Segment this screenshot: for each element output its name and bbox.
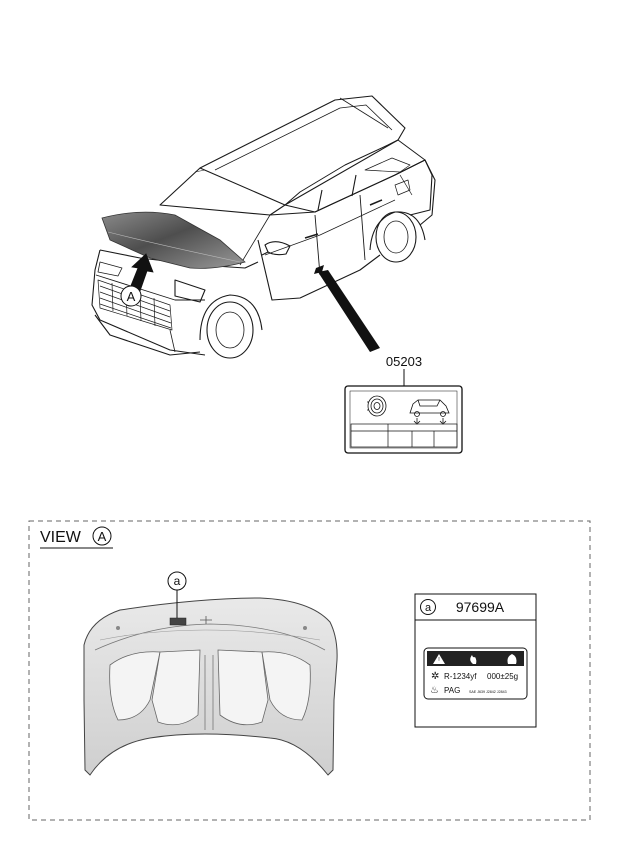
emission-label-leader: [318, 270, 380, 352]
oil-can-icon: ♨: [430, 685, 439, 696]
tire-icon: [367, 395, 387, 417]
view-a-panel: [28, 520, 591, 821]
emission-label: [344, 385, 463, 454]
refrigerant-label-card: a 97699A ✲ R-1234yf 000±25g ♨ PAG SAE J6…: [414, 593, 537, 728]
view-a-title: VIEW A: [40, 526, 113, 549]
callout-a-letter: a: [174, 574, 181, 588]
refrigerant-type: R-1234yf: [444, 672, 477, 681]
callout-a-marker: a: [167, 571, 187, 618]
flame-icon: [470, 655, 477, 664]
hood-panel: [101, 211, 246, 269]
front-grille: [97, 279, 173, 331]
view-title-text: VIEW: [40, 529, 82, 546]
view-a-marker: A: [120, 285, 142, 307]
vehicle-illustration: [91, 95, 436, 359]
service-icon: [507, 654, 517, 664]
label-key-letter: a: [425, 602, 432, 614]
label-table: [350, 423, 458, 448]
part-number-05203: 05203: [386, 354, 422, 369]
label-part-number: 97699A: [456, 599, 505, 615]
view-title-letter: A: [98, 529, 107, 544]
sae-fine-print: SAE J639 J2842 J2843: [469, 690, 507, 694]
open-direction-arrow: [129, 253, 154, 292]
refrigerant-charge: 000±25g: [487, 672, 518, 681]
gear-icon: ✲: [431, 671, 439, 682]
view-a-marker-letter: A: [127, 289, 136, 304]
oil-type: PAG: [444, 686, 460, 695]
hood-underside: [83, 597, 338, 776]
